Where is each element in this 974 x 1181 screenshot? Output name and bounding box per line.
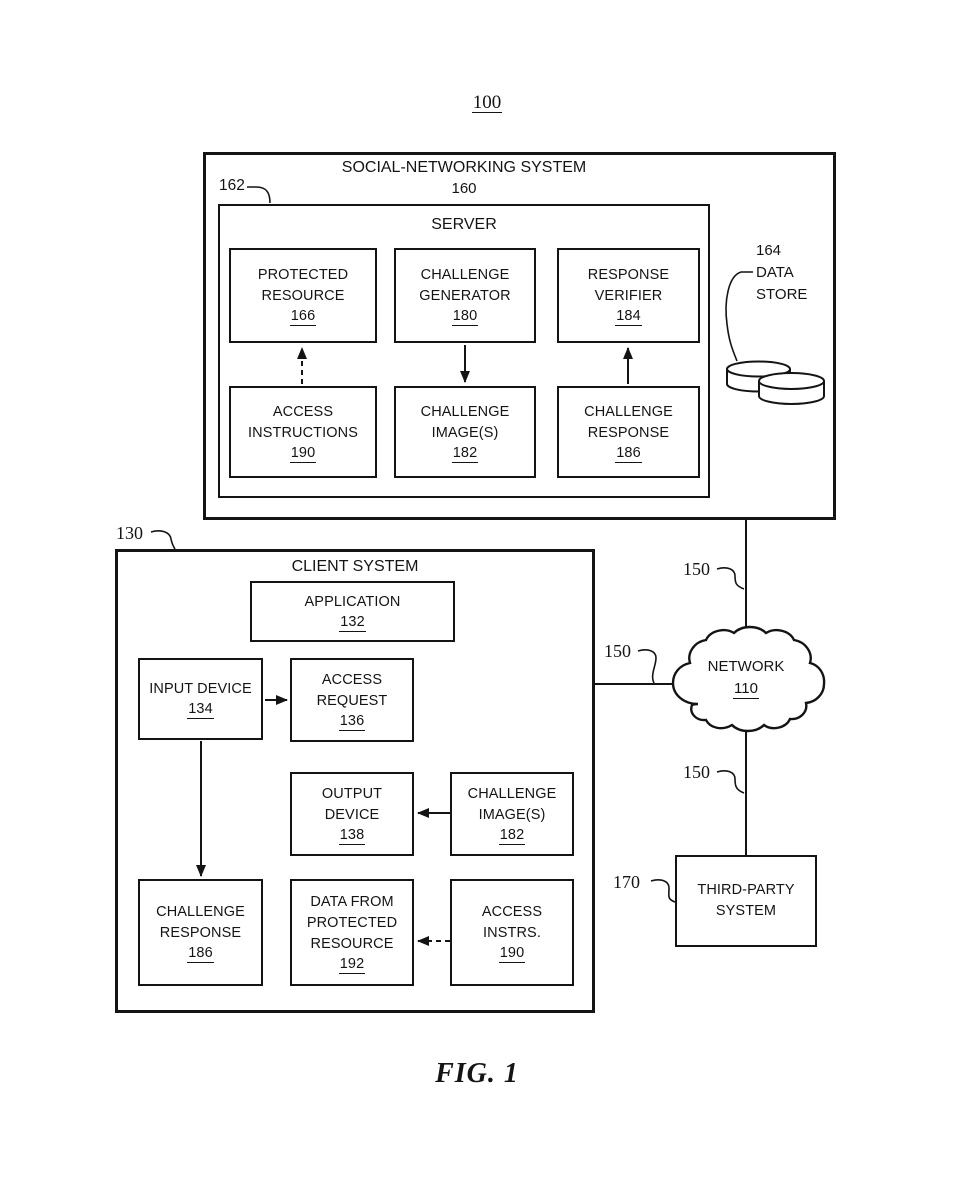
figure-caption: FIG. 1 — [435, 1058, 519, 1089]
access-request-ref: 136 — [338, 712, 366, 731]
client-challenge-response-label-1: CHALLENGE — [156, 904, 245, 920]
social-networking-system-ref: 160 — [451, 180, 477, 197]
protected-resource-ref: 166 — [289, 308, 317, 326]
challenge-response-label-2: RESPONSE — [587, 424, 670, 441]
challenge-images-ref: 182 — [451, 444, 479, 463]
leader-170 — [650, 879, 676, 903]
data-from-protected-ref: 192 — [338, 955, 366, 974]
challenge-generator-box: CHALLENGE GENERATOR 180 — [394, 248, 536, 343]
third-party-ref-label: 170 — [613, 872, 640, 892]
access-instructions-ref: 190 — [289, 444, 317, 463]
access-instructions-box: ACCESS INSTRUCTIONS 190 — [229, 386, 377, 478]
link-ref-bottom: 150 — [683, 762, 710, 782]
access-request-label-2: REQUEST — [316, 692, 388, 709]
output-device-box: OUTPUT DEVICE 138 — [290, 772, 414, 856]
challenge-images-label-2: IMAGE(S) — [431, 424, 499, 441]
third-party-system-box: THIRD-PARTY SYSTEM — [675, 855, 817, 947]
challenge-generator-label-1: CHALLENGE — [420, 267, 510, 283]
link-ref-left: 150 — [604, 641, 631, 661]
client-access-instrs-label-2: INSTRS. — [483, 925, 541, 941]
leader-150-left — [637, 649, 657, 684]
data-store-label-1: DATA — [756, 264, 794, 281]
social-networking-system-box — [203, 152, 836, 520]
client-system-title: CLIENT SYSTEM — [291, 558, 419, 575]
server-box — [218, 204, 710, 498]
data-store-label-2: STORE — [756, 286, 808, 303]
application-box: APPLICATION 132 — [250, 581, 455, 642]
client-challenge-response-ref: 186 — [187, 945, 214, 963]
data-from-protected-label-3: RESOURCE — [310, 935, 394, 952]
server-ref-label: 162 — [219, 177, 245, 194]
social-networking-system-title: SOCIAL-NETWORKING SYSTEM 160 — [218, 157, 710, 199]
access-instructions-label-1: ACCESS — [272, 403, 334, 420]
response-verifier-label-1: RESPONSE — [587, 267, 670, 283]
response-verifier-box: RESPONSE VERIFIER 184 — [557, 248, 700, 343]
third-party-label-2: SYSTEM — [715, 903, 777, 919]
client-challenge-images-box: CHALLENGE IMAGE(S) 182 — [450, 772, 574, 856]
application-ref: 132 — [339, 613, 366, 632]
data-store-icon — [726, 360, 825, 405]
leader-150-top — [716, 567, 745, 590]
leader-130 — [150, 530, 176, 550]
data-from-protected-label-1: DATA FROM — [310, 893, 394, 910]
third-party-label-1: THIRD-PARTY — [697, 882, 795, 898]
data-store-label: 164 DATA STORE — [756, 240, 807, 306]
input-device-ref: 134 — [187, 701, 214, 719]
client-access-instrs-ref: 190 — [498, 945, 526, 963]
challenge-response-ref: 186 — [615, 444, 642, 463]
link-ref-top: 150 — [683, 559, 710, 579]
challenge-images-label-1: CHALLENGE — [420, 403, 510, 420]
input-device-label: INPUT DEVICE — [149, 681, 252, 697]
server-title: SERVER — [431, 216, 497, 233]
output-device-label-2: DEVICE — [324, 806, 380, 823]
leader-150-bottom — [716, 770, 745, 794]
data-from-protected-label-2: PROTECTED — [306, 914, 398, 931]
leader-164 — [725, 271, 753, 362]
challenge-response-box: CHALLENGE RESPONSE 186 — [557, 386, 700, 478]
input-device-box: INPUT DEVICE 134 — [138, 658, 263, 740]
network-ref: 110 — [733, 680, 759, 699]
output-device-ref: 138 — [338, 826, 366, 845]
network-label: NETWORK 110 — [666, 656, 826, 700]
protected-resource-box: PROTECTED RESOURCE 166 — [229, 248, 377, 343]
challenge-generator-ref: 180 — [451, 308, 479, 326]
protected-resource-label-2: RESOURCE — [261, 288, 345, 304]
network-label-text: NETWORK — [707, 658, 785, 675]
social-networking-system-title-text: SOCIAL-NETWORKING SYSTEM — [341, 159, 587, 176]
client-system-ref-label: 130 — [116, 523, 143, 543]
challenge-response-label-1: CHALLENGE — [584, 403, 673, 420]
response-verifier-label-2: VERIFIER — [594, 288, 663, 304]
client-challenge-images-ref: 182 — [498, 826, 526, 845]
protected-resource-label-1: PROTECTED — [257, 267, 349, 283]
figure-reference-number: 100 — [447, 92, 527, 114]
client-system-box — [115, 549, 595, 1013]
access-request-label-1: ACCESS — [321, 671, 383, 688]
leader-162 — [247, 186, 271, 204]
challenge-generator-label-2: GENERATOR — [419, 288, 511, 304]
client-challenge-images-label-2: IMAGE(S) — [478, 806, 546, 823]
client-access-instrs-box: ACCESS INSTRS. 190 — [450, 879, 574, 986]
access-instructions-label-2: INSTRUCTIONS — [248, 424, 358, 441]
figure-reference-number-text: 100 — [471, 92, 503, 113]
challenge-images-box: CHALLENGE IMAGE(S) 182 — [394, 386, 536, 478]
client-challenge-response-box: CHALLENGE RESPONSE 186 — [138, 879, 263, 986]
data-from-protected-resource-box: DATA FROM PROTECTED RESOURCE 192 — [290, 879, 414, 986]
output-device-label-1: OUTPUT — [321, 785, 383, 802]
client-challenge-response-label-2: RESPONSE — [159, 925, 242, 941]
network-cloud — [671, 625, 826, 733]
data-store-ref: 164 — [756, 242, 782, 259]
response-verifier-ref: 184 — [615, 308, 642, 326]
client-access-instrs-label-1: ACCESS — [481, 904, 543, 920]
application-label: APPLICATION — [304, 593, 401, 610]
client-challenge-images-label-1: CHALLENGE — [467, 785, 557, 802]
access-request-box: ACCESS REQUEST 136 — [290, 658, 414, 742]
